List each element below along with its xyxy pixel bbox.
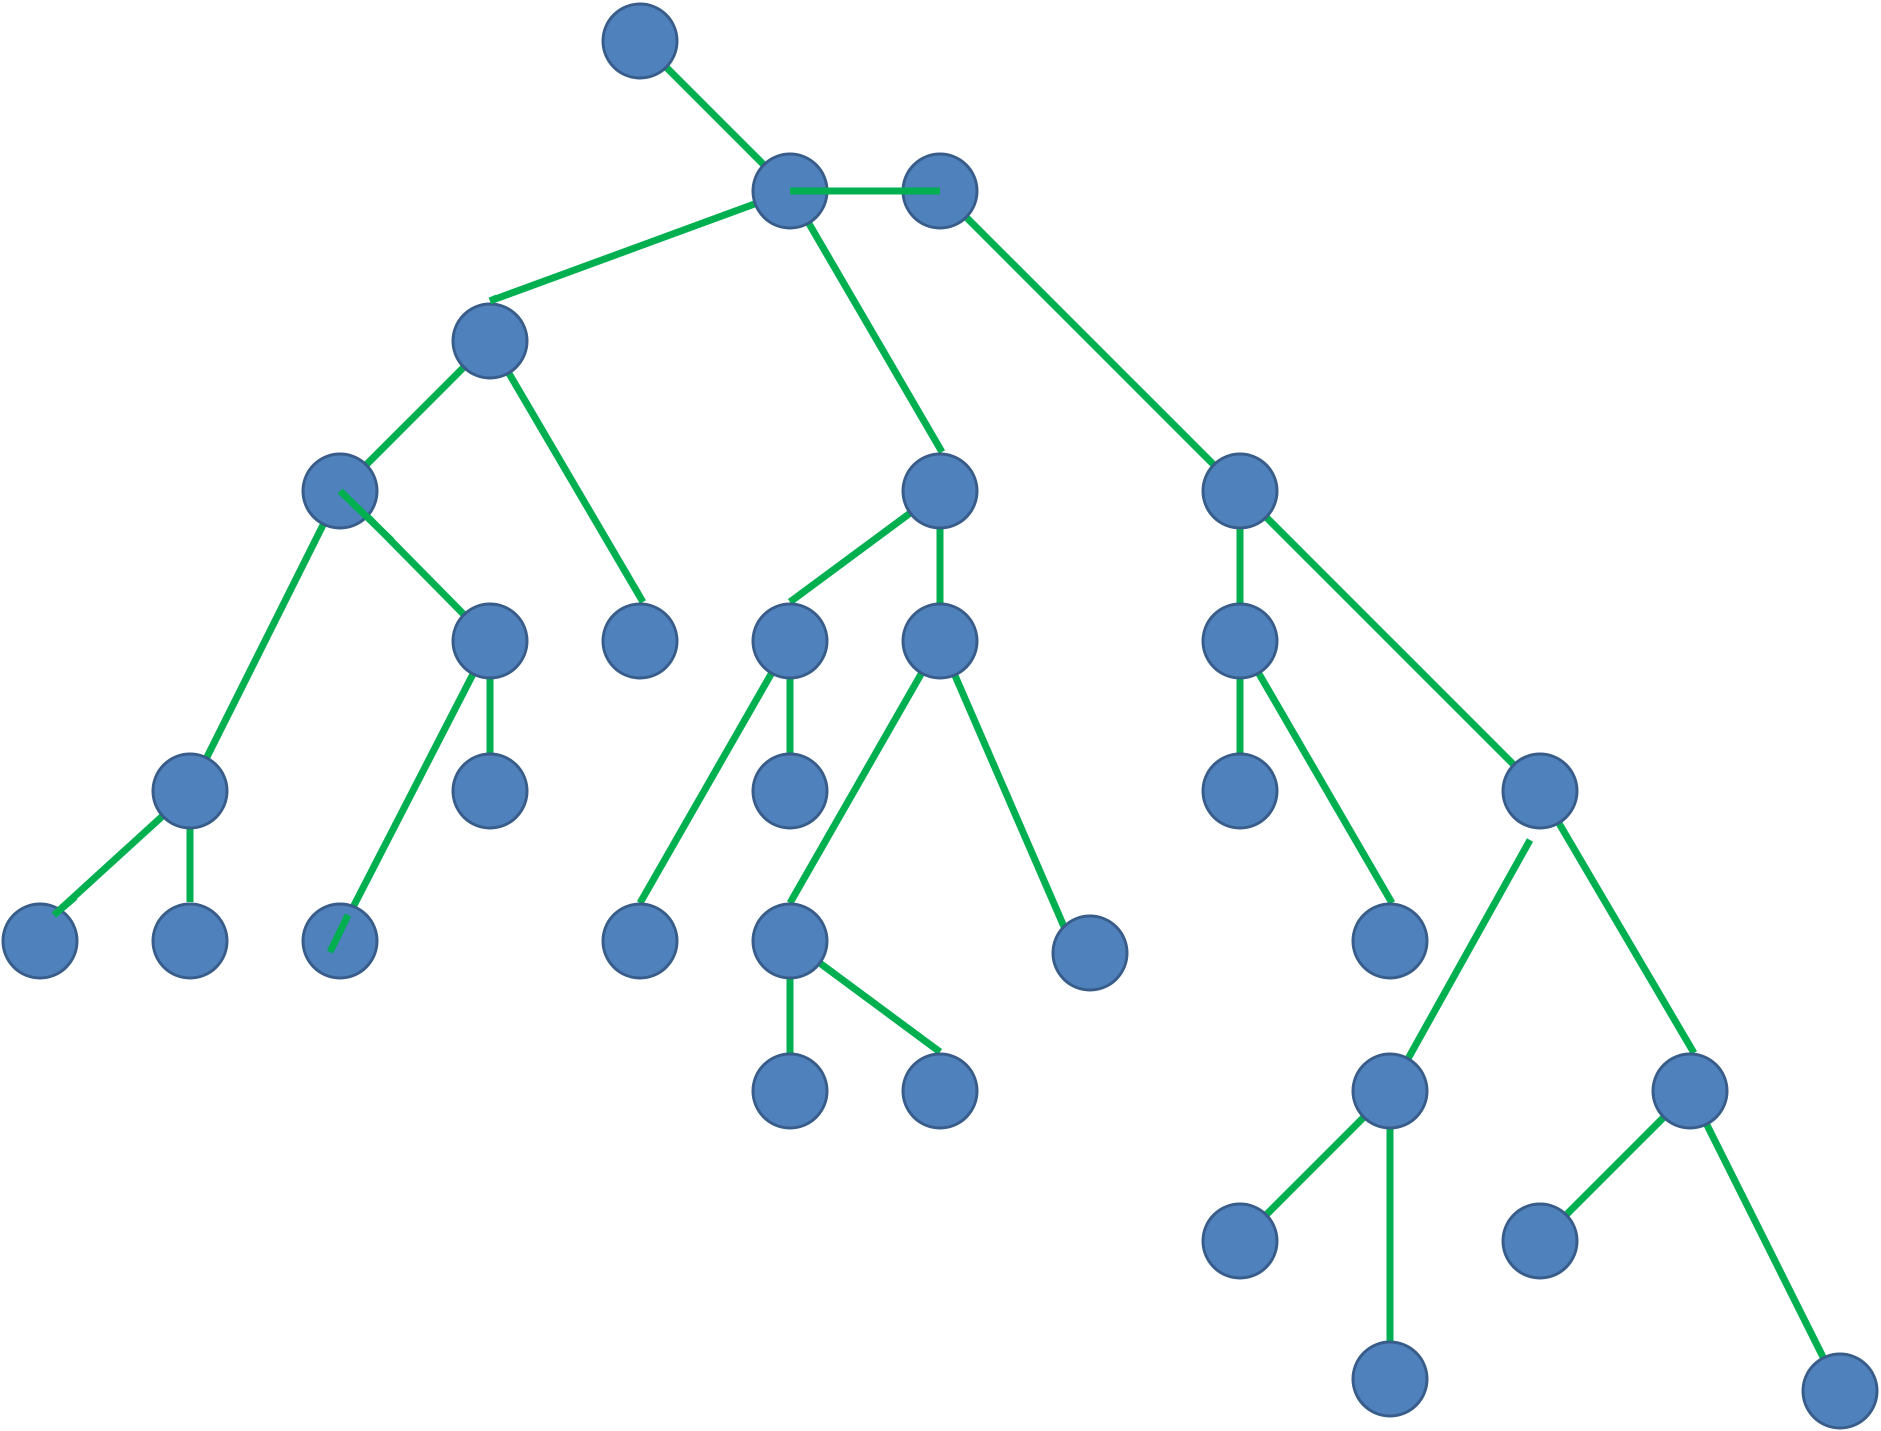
tree-node [601,2,679,80]
tree-node [1351,902,1429,980]
tree-edge [1536,789,1698,1055]
tree-edge [636,639,794,905]
tree-edge-overlay [326,913,352,954]
tree-node [1201,452,1279,530]
tree-node [1201,752,1279,830]
tree-node [751,602,829,680]
tree-node [751,752,829,830]
tree-edge [486,339,647,604]
tree-edge-overlay [337,488,395,544]
tree-node [601,602,679,680]
tree-node [1051,914,1129,992]
tree-node [1,902,79,980]
tree-edge [936,639,1069,931]
tree-edge [786,639,944,905]
tree-node [151,752,229,830]
tree-node [1501,1202,1579,1280]
tree-edge [488,187,792,305]
tree-node [901,1052,979,1130]
tree-edge-overlay [51,894,78,918]
tree-node [1201,1202,1279,1280]
tree-edge [937,188,1243,494]
tree-node [1651,1052,1729,1130]
tree-node [451,302,529,380]
tree-node [1801,1352,1879,1430]
tree-edge [1236,639,1396,905]
tree-node [901,452,979,530]
tree-edge [1237,488,1543,794]
tree-node [151,902,229,980]
tree-edge [786,189,946,454]
tree-node [601,902,679,980]
tree-node [751,902,829,980]
tree-node [451,752,529,830]
tree-node [451,602,529,680]
tree-node [901,602,979,680]
tree-node [751,1052,829,1130]
edges-layer [51,38,1844,1393]
tree-edge [1386,838,1534,1093]
tree-node [1351,1052,1429,1130]
tree-edge [326,639,494,954]
tree-edge-overlay [488,294,499,305]
tree-node [1501,752,1579,830]
tree-edge [186,489,344,793]
tree-node [301,902,379,980]
tree-node [1351,1340,1429,1418]
tree-node [1201,602,1279,680]
tree-edge [1686,1089,1844,1393]
